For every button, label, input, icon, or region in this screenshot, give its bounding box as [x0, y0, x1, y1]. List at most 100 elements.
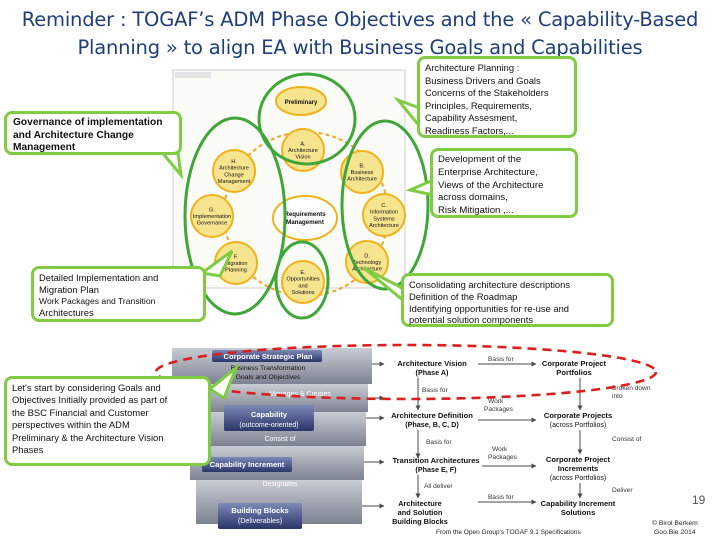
- callout-consolidating: Consolidating architecture descriptions …: [401, 273, 614, 327]
- text-link-work-1: Work: [488, 398, 504, 405]
- text-corporate-project-increments-2: Increments: [558, 464, 599, 473]
- adm-phase-label: Implementation: [193, 214, 231, 220]
- text-link-packages-2: Packages: [488, 454, 518, 461]
- text-architecture-sbb-1: Architecture: [398, 499, 442, 508]
- adm-phase-label: Business: [351, 170, 374, 176]
- text-basis-for-2: Basis for: [426, 439, 452, 446]
- development-line-2: Enterprise Architecture,: [438, 166, 538, 178]
- implementation-line-3: Work Packages and Transition: [39, 295, 156, 306]
- start-line-6: Phases: [12, 444, 44, 456]
- arch-planning-line-6: Readiness Factors,...: [425, 124, 514, 136]
- text-capability-increment-solutions-1: Capability Increment: [541, 499, 616, 508]
- text-capability-increment-solutions-2: Solutions: [561, 508, 596, 517]
- adm-phase-circle: [281, 260, 325, 304]
- text-architecture-sbb-2: and Solution: [398, 508, 443, 517]
- adm-phase-label: Governance: [197, 221, 227, 227]
- text-deliver: Deliver: [612, 487, 633, 494]
- consolidating-line-2: Definition of the Roadmap: [409, 290, 518, 302]
- callout-start: Let's start by considering Goals and Obj…: [4, 376, 211, 466]
- adm-preliminary-label: Preliminary: [285, 100, 318, 106]
- highlight-ellipse-left: [183, 116, 287, 316]
- text-basis-for-1: Basis for: [422, 387, 448, 394]
- text-across-portfolios-2: (across Portfolios): [550, 475, 606, 482]
- adm-phase-label: Architecture: [347, 177, 377, 183]
- governance-line-1: Governance of implementation: [13, 117, 163, 128]
- adm-phase-label: Architecture: [288, 148, 318, 154]
- label-strategic-plan: [212, 350, 322, 362]
- text-consist-of-right: Consist of: [612, 436, 641, 443]
- adm-center-requirements: Requirements Management: [272, 195, 338, 241]
- adm-phase-circle: [362, 193, 406, 237]
- text-phase-bcd: (Phase, B, C, D): [405, 420, 459, 429]
- adm-phases: A.ArchitectureVisionB.BusinessArchitectu…: [190, 128, 406, 304]
- title-line-1: Reminder : TOGAF’s ADM Phase Objectives …: [21, 8, 699, 31]
- consolidating-line-4: potential solution components: [409, 314, 534, 326]
- pointer-implementation: [198, 249, 234, 278]
- arch-planning-line-4: Principles, Requirements,: [425, 99, 532, 111]
- adm-phase-label: Architecture: [219, 166, 249, 172]
- highlight-ellipse-top: [257, 72, 357, 166]
- text-outcome-oriented: (outcome-oriented): [239, 422, 298, 429]
- text-corporate-project-increments-1: Corporate Project: [546, 455, 611, 464]
- slide-title: Reminder : TOGAF’s ADM Phase Objectives …: [0, 6, 720, 62]
- highlight-ellipse-right: [340, 119, 430, 291]
- adm-phase-label: Change: [224, 172, 244, 178]
- adm-phase-label: Migration: [224, 261, 247, 267]
- adm-phase-label: D.: [364, 253, 370, 259]
- governance-line-3: Management: [13, 142, 76, 154]
- adm-phase-label: B.: [359, 163, 365, 169]
- start-line-5: Preliminary & the Architecture Vision: [12, 431, 164, 443]
- adm-phase-label: Opportunities: [286, 277, 319, 283]
- adm-phase-circle: [340, 150, 384, 194]
- adm-phase-label: Systems: [373, 216, 395, 222]
- text-architecture-sbb-3: Building Blocks: [392, 517, 448, 526]
- adm-phase-label: E.: [300, 270, 306, 276]
- text-phase-a: (Phase A): [416, 368, 449, 377]
- adm-phase-label: Planning: [225, 268, 247, 274]
- development-line-3: Views of the Architecture: [438, 179, 544, 191]
- text-all-deliver: All deliver: [424, 483, 453, 490]
- arch-planning-line-1: Architecture Planning :: [425, 62, 520, 73]
- text-link-basis-for: Basis for: [488, 356, 514, 363]
- callout-implementation: Detailed Implementation and Migration Pl…: [31, 266, 206, 322]
- adm-phase-label: Solutions: [291, 290, 314, 296]
- consolidating-line-1: Consolidating architecture descriptions: [409, 279, 571, 290]
- text-goals-objectives: Goals and Objectives: [236, 374, 301, 381]
- highlight-ellipse-bottom: [274, 240, 330, 320]
- development-line-4: across domains,: [438, 192, 508, 204]
- adm-image-label: [175, 72, 211, 78]
- text-consist-of-left: Consist of: [264, 436, 295, 443]
- adm-phase-label: G.: [209, 207, 215, 213]
- text-designates: Designates: [262, 481, 298, 488]
- adm-phase-label: C.: [381, 203, 387, 209]
- text-business-transformation: Business Transformation: [231, 365, 306, 372]
- adm-phase-label: Management: [218, 179, 251, 185]
- adm-phase-label: F.: [234, 254, 239, 260]
- start-line-4: perspectives within the ADM: [12, 419, 130, 431]
- text-corporate-projects: Corporate Projects: [544, 411, 612, 420]
- arch-planning-line-2: Business Drivers and Goals: [425, 74, 541, 86]
- adm-phase-circle: [190, 194, 234, 238]
- title-line-2: Planning » to align EA with Business Goa…: [77, 36, 643, 59]
- label-capability: [224, 405, 314, 431]
- callout-architecture-planning: Architecture Planning : Business Drivers…: [417, 56, 577, 138]
- start-line-2: Objectives Initially provided as part of: [12, 394, 168, 406]
- text-capability-increment: Capability Increment: [210, 460, 285, 469]
- text-corporate-project-portfolios-1: Corporate Project: [542, 359, 607, 368]
- pointer-start: [207, 363, 240, 401]
- text-transition-architectures: Transition Architectures: [392, 456, 479, 465]
- text-link-work-2: Work: [492, 446, 508, 453]
- start-line-1: Let's start by considering Goals and: [12, 382, 161, 393]
- text-strategic-plan: Corporate Strategic Plan: [223, 352, 312, 361]
- text-architecture-definition: Architecture Definition: [391, 411, 473, 420]
- adm-phase-label: A.: [300, 141, 306, 147]
- implementation-line-1: Detailed Implementation and: [39, 272, 159, 283]
- arch-planning-line-3: Concerns of the Stakeholders: [425, 87, 549, 99]
- text-link-basis-for-2: Basis for: [488, 494, 514, 501]
